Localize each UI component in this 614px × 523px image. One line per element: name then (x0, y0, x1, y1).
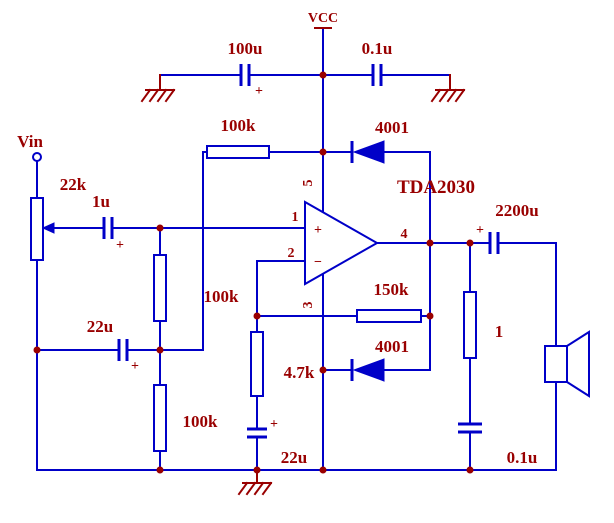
junction-dot (156, 346, 164, 354)
ground-symbol-top-left (140, 74, 176, 103)
capacitor-22u-left (117, 339, 129, 361)
capacitor-01u-top (371, 64, 383, 86)
opamp-tda2030-triangle (304, 200, 380, 286)
wire-pin2-branch (256, 260, 306, 317)
diode-4001-bottom (350, 358, 385, 382)
wire-bias-r1-drop (126, 151, 208, 351)
resistor-1-ohm (463, 291, 477, 359)
vin-label: Vin (17, 132, 43, 151)
junction-dot (426, 312, 434, 320)
pin1-label: 1 (292, 210, 299, 225)
label-1-ohm: 1 (495, 322, 504, 341)
diode-4001-top (350, 140, 385, 164)
speaker (544, 330, 590, 398)
capacitor-100u (239, 64, 251, 86)
plus-mark-22u-bottom: + (270, 417, 278, 432)
diode-triangle (352, 140, 385, 164)
capacitor-22u-bottom (247, 427, 267, 439)
capacitor-1u (102, 217, 114, 239)
junction-dot (319, 148, 327, 156)
resistor-100k-top (206, 145, 270, 159)
junction-dot (319, 71, 327, 79)
plus-mark-22u-left: + (131, 359, 139, 374)
speaker-body (544, 345, 568, 383)
resistor-150k-feedback (356, 309, 422, 323)
label-1u: 1u (92, 192, 110, 211)
junction-dot (319, 366, 327, 374)
capacitor-2200u (488, 232, 500, 254)
junction-dot (426, 239, 434, 247)
label-100u: 100u (228, 39, 263, 58)
potentiometer-22k (30, 197, 55, 261)
speaker-cone (566, 330, 590, 398)
label-2200u: 2200u (495, 201, 538, 220)
pin3-label: 3 (301, 302, 316, 309)
label-100k-top: 100k (221, 116, 257, 135)
opamp-minus-input: − (314, 255, 322, 270)
plus-mark-1u: + (116, 238, 124, 253)
resistor-100k-bottom (153, 384, 167, 452)
junction-dot (253, 466, 261, 474)
junction-dots (33, 71, 474, 474)
junction-dot (466, 239, 474, 247)
label-100k-mid: 100k (204, 287, 240, 306)
ground-symbol-top-right (430, 74, 466, 103)
resistor-4-7k (250, 331, 264, 397)
diode-triangle (352, 358, 385, 382)
label-4001-top: 4001 (375, 118, 409, 137)
junction-dot (319, 466, 327, 474)
plus-mark-100u: + (255, 84, 263, 99)
wires (36, 27, 557, 471)
vcc-label: VCC (308, 11, 338, 26)
label-100k-bottom: 100k (183, 412, 219, 431)
potentiometer-body (30, 197, 44, 261)
label-4-7k: 4.7k (284, 363, 315, 382)
vin-terminal-circle (32, 152, 42, 162)
junction-dot (253, 312, 261, 320)
plus-mark-2200u: + (476, 223, 484, 238)
junction-dot (156, 224, 164, 232)
resistor-100k-mid (153, 254, 167, 322)
capacitor-01u-bottom (458, 422, 482, 434)
label-150k: 150k (374, 280, 410, 299)
junction-dot (466, 466, 474, 474)
potentiometer-wiper-arrow (41, 222, 55, 234)
junction-dot (156, 466, 164, 474)
junction-dot (33, 346, 41, 354)
label-22u-bottom: 22u (281, 448, 307, 467)
pin4-label: 4 (401, 227, 408, 242)
ground-symbol-bottom (237, 469, 273, 496)
pin5-label: 5 (301, 180, 316, 187)
pin2-label: 2 (288, 246, 295, 261)
label-tda2030: TDA2030 (397, 177, 475, 198)
label-01u-top: 0.1u (362, 39, 393, 58)
label-4001-bottom: 4001 (375, 337, 409, 356)
opamp-plus-input: + (314, 223, 322, 238)
label-22u-left: 22u (87, 317, 113, 336)
label-22k: 22k (60, 175, 87, 194)
label-01u-bottom: 0.1u (507, 448, 538, 467)
